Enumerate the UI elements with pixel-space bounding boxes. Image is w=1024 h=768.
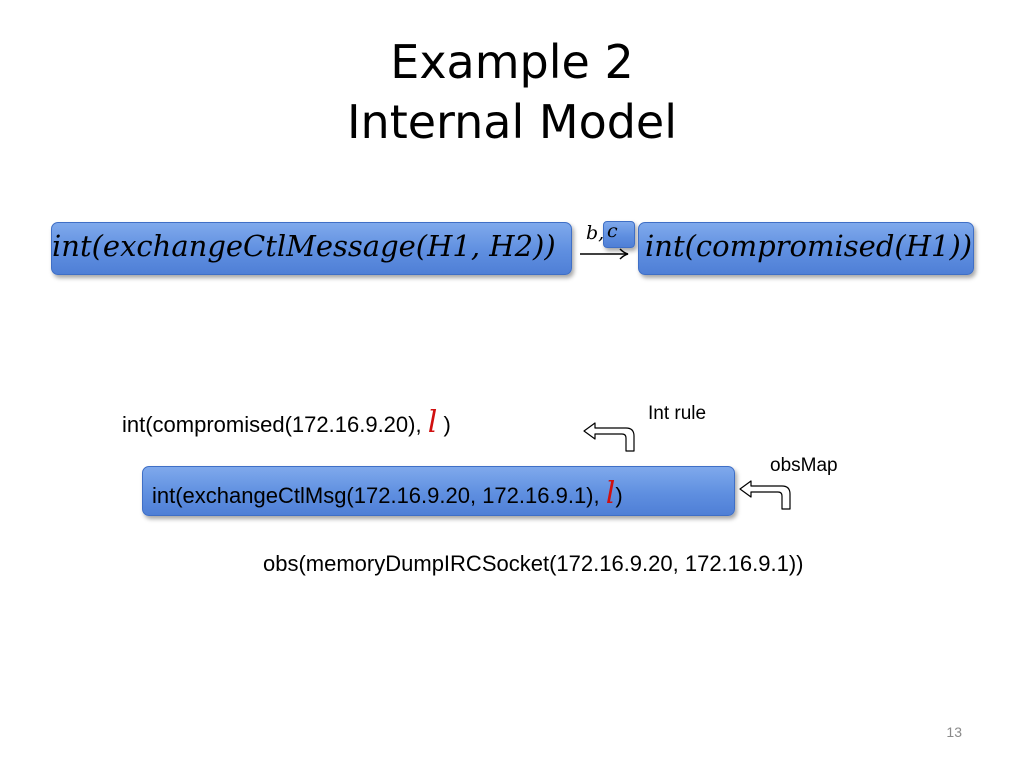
rule-right-box (638, 222, 974, 275)
title-line-2: Internal Model (346, 95, 678, 149)
line2-text: int(exchangeCtlMsg(172.16.9.20, 172.16.9… (152, 483, 600, 508)
rule-left-box (51, 222, 572, 275)
line1-close: ) (443, 412, 451, 437)
line2-close: ) (615, 483, 623, 508)
line2-variable-l: l (605, 476, 616, 511)
derivation-line-1: int(compromised(172.16.9.20), l ) (122, 405, 451, 440)
page-number: 13 (946, 724, 962, 740)
title-line-1: Example 2 (390, 35, 634, 89)
int-rule-label: Int rule (648, 403, 707, 424)
arrow-label-c-box (603, 221, 635, 248)
slide-title: Example 2 Internal Model (0, 32, 1024, 152)
derivation-line-2-box (142, 466, 735, 516)
right-arrow-icon (580, 248, 629, 260)
obsmap-hook-arrow-icon (739, 480, 791, 510)
rule-left-expression: int(exchangeCtlMessage(H1, H2)) (52, 229, 556, 263)
obsmap-label: obsMap (770, 455, 838, 476)
arrow-label-c: c (607, 220, 618, 242)
line1-text: int(compromised(172.16.9.20), (122, 412, 422, 437)
derivation-line-2: int(exchangeCtlMsg(172.16.9.20, 172.16.9… (152, 476, 623, 511)
rule-right-expression: int(compromised(H1)) (645, 229, 973, 263)
int-rule-hook-arrow-icon (583, 422, 635, 452)
arrow-label-b: b, (586, 222, 605, 244)
line1-variable-l: l (427, 405, 438, 440)
derivation-line-3: obs(memoryDumpIRCSocket(172.16.9.20, 172… (263, 551, 804, 576)
